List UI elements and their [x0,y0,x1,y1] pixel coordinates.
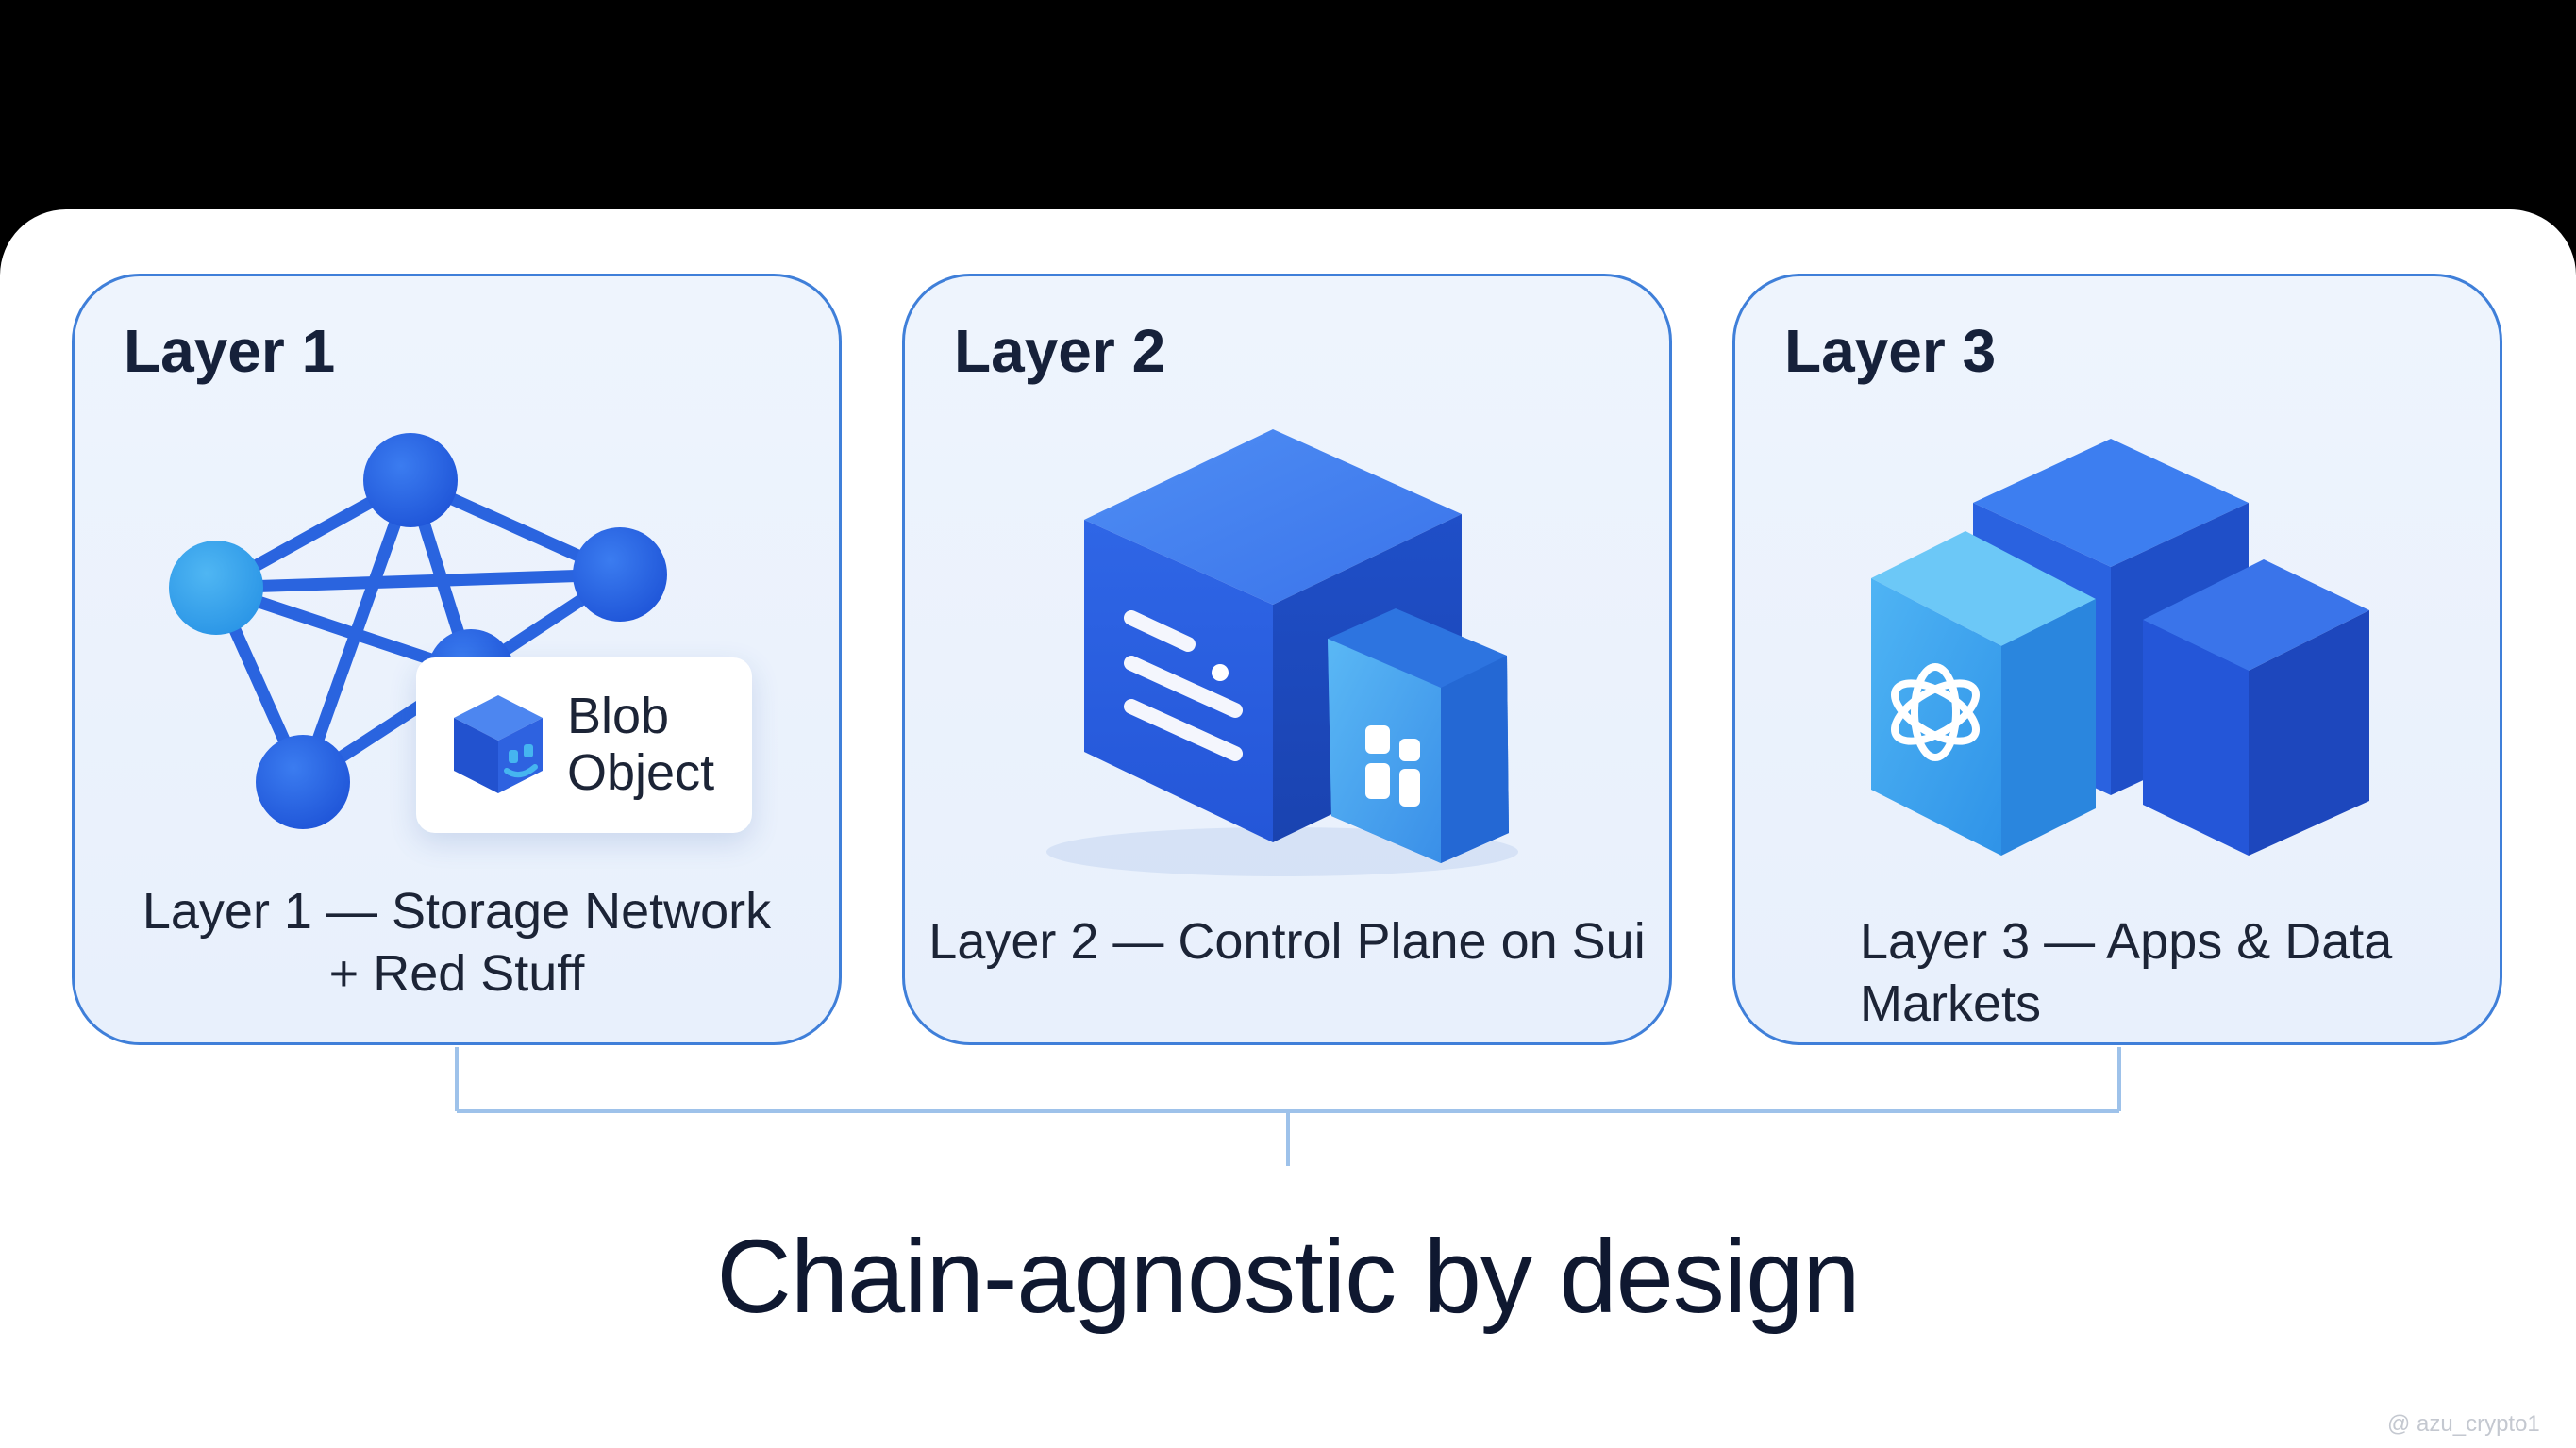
layer-1-label: Layer 1 — Storage Network + Red Stuff [75,880,839,1005]
layer-1-title: Layer 1 [124,317,336,385]
layer-1-label-line-2: + Red Stuff [328,945,585,1002]
blob-label-line-1: Blob [567,688,670,744]
watermark: @ azu_crypto1 [2387,1411,2540,1437]
layer-2-label: Layer 2 — Control Plane on Sui [928,913,1646,970]
layer-2-title: Layer 2 [954,317,1166,385]
layer-1-label-line-1: Layer 1 — Storage Network [142,883,772,940]
blob-object-label: Blob Object [567,688,746,801]
layer-2-card: Layer 2 [902,274,1672,1045]
document-cube-icon [1046,429,1518,876]
blob-cube-icon [454,695,543,793]
footer-title: Chain-agnostic by design [716,1219,1860,1335]
blob-label-line-2: Object [567,744,715,801]
layer-3-label-line-1: Layer 3 — Apps & Data [1860,913,2393,970]
blob-object-badge: Blob Object [416,657,752,833]
layer-3-title: Layer 3 [1784,317,1997,385]
layer-3-label: Layer 3 — Apps & Data Markets [1860,910,2483,1035]
layer-1-card: Layer 1 [72,274,842,1045]
layer-3-label-line-2: Markets [1860,975,2042,1032]
layer-3-card: Layer 3 Layer 3 — Apps & Data Markets [1732,274,2502,1045]
openai-logo-icon [1891,663,1980,761]
stacked-cubes-icon [1871,439,2369,856]
